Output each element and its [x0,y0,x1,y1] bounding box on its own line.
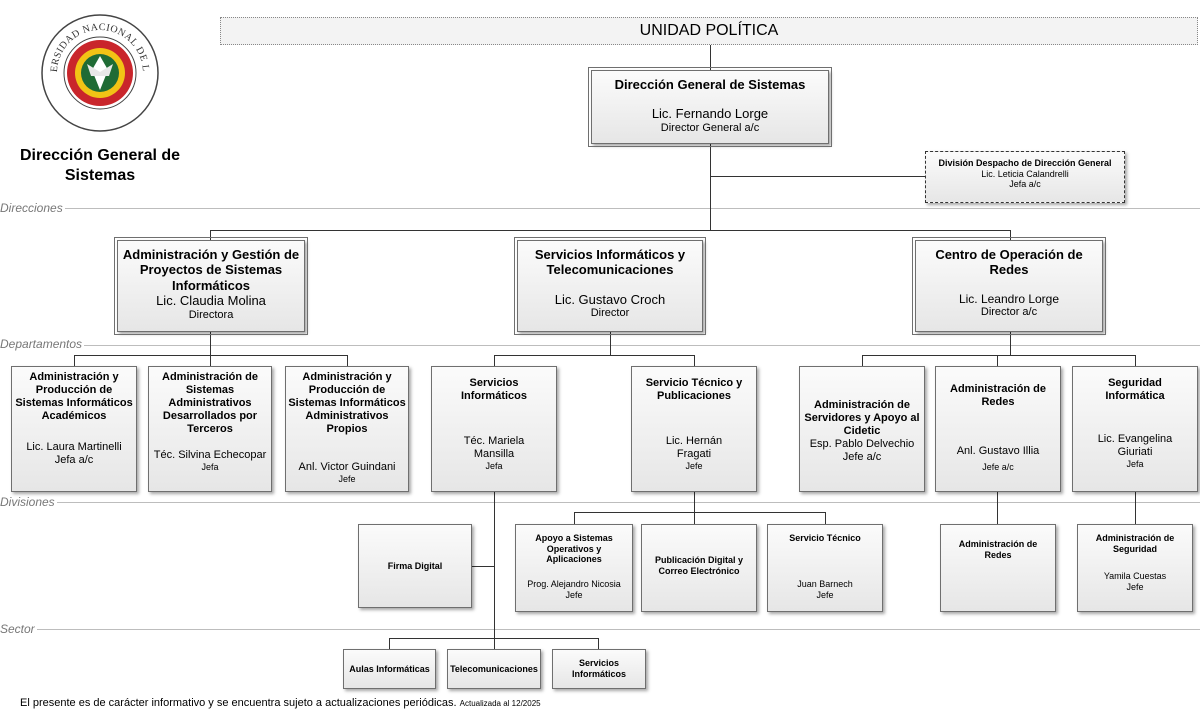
direccion-title: Administración y Gestión de Proyectos de… [122,247,300,293]
head-name: Lic. Fernando Lorge [651,106,769,122]
departamento-title: Servicios Informáticos [460,377,527,402]
departamento-name: Esp. Pablo Delvechio [809,437,915,450]
departamento-box: Servicio Técnico y Publicaciones Lic. He… [631,366,757,492]
direccion-role: Director [590,307,630,320]
departamento-title: Servicio Técnico y Publicaciones [645,377,743,402]
division-role: Jefe [565,589,583,600]
departamento-box: Administración y Producción de Sistemas … [11,366,137,492]
direccion-box: Servicios Informáticos y Telecomunicacio… [514,237,706,335]
division-box: Servicio Técnico Juan Barnech Jefe [767,524,883,612]
departamento-role: Jefe a/c [842,451,882,464]
departamento-title: Administración de Sistemas Administrativ… [162,371,258,435]
departamento-title: Administración de Servidores y Apoyo al … [804,399,920,437]
division-title: Servicio Técnico [789,533,861,543]
departamento-title: Administración y Producción de Sistemas … [15,371,133,422]
university-logo: UNIVERSIDAD NACIONAL DE LUJÁN [31,3,165,134]
departamento-role: Jefa a/c [54,454,94,467]
departamento-box: Administración de Redes Anl. Gustavo Ill… [935,366,1061,492]
staff-box: División Despacho de Dirección General L… [925,151,1125,203]
staff-role: Jefa a/c [1009,179,1041,190]
direccion-box: Administración y Gestión de Proyectos de… [114,237,308,335]
departamento-role: Jefe a/c [982,462,1014,473]
division-role: Jefe [1126,581,1144,592]
level-divisiones-label: Divisiones [0,495,57,509]
direccion-role: Director a/c [980,306,1038,319]
division-name: Yamila Cuestas [1103,571,1167,581]
departamento-name: Anl. Gustavo Illia [956,445,1040,457]
departamento-role: Jefa [485,461,503,472]
sector-title: Servicios Informáticos [571,658,626,679]
sector-box: Servicios Informáticos [552,649,646,689]
direccion-box: Centro de Operación de Redes Lic. Leandr… [912,237,1106,335]
division-title: Administración de Redes [958,539,1038,560]
departamento-title: Administración y Producción de Sistemas … [288,371,406,435]
direccion-role: Directora [188,308,234,321]
division-name: Prog. Alejandro Nicosia [527,579,621,589]
departamento-title: Seguridad Informática [1105,377,1165,402]
departamento-box: Seguridad Informática Lic. Evangelina Gi… [1072,366,1198,492]
departamento-box: Administración y Producción de Sistemas … [285,366,409,492]
footer-note: El presente es de carácter informativo y… [20,697,541,709]
division-box: Apoyo a Sistemas Operativos y Aplicacion… [515,524,633,612]
direccion-name: Lic. Gustavo Croch [554,291,666,307]
footer-updated: Actualizada al 12/2025 [459,699,541,708]
sector-title: Aulas Informáticas [349,663,430,674]
org-title: Dirección General de Sistemas [19,147,181,184]
division-box: Administración de Seguridad Yamila Cuest… [1077,524,1193,612]
departamento-name: Téc. Mariela Mansilla [463,435,525,461]
head-role: Director General a/c [660,121,760,134]
sector-box: Telecomunicaciones [447,649,541,689]
sector-title: Telecomunicaciones [450,663,538,674]
departamento-name: Téc. Silvina Echecopar [153,449,267,461]
departamento-name: Lic. Hernán Fragati [665,435,723,461]
staff-title: División Despacho de Dirección General [938,158,1112,168]
staff-name: Lic. Leticia Calandrelli [981,168,1069,179]
level-sector-label: Sector [0,622,37,636]
departamento-box: Servicios Informáticos Téc. Mariela Mans… [431,366,557,492]
top-banner: UNIDAD POLÍTICA [220,17,1198,45]
direccion-title: Centro de Operación de Redes [935,247,1083,278]
departamento-role: Jefa [201,462,219,473]
division-title: Administración de Seguridad [1095,533,1175,554]
departamento-name: Anl. Victor Guindani [298,461,396,473]
departamento-box: Administración de Servidores y Apoyo al … [799,366,925,492]
division-role: Jefe [816,589,834,600]
sector-box: Aulas Informáticas [343,649,436,689]
division-box: Publicación Digital y Correo Electrónico [641,524,757,612]
direccion-name: Lic. Leandro Lorge [958,291,1060,306]
level-departamentos-label: Departamentos [0,337,85,351]
departamento-box: Administración de Sistemas Administrativ… [148,366,272,492]
head-box: Dirección General de Sistemas Lic. Ferna… [588,67,832,147]
division-title: Apoyo a Sistemas Operativos y Aplicacion… [535,533,613,565]
departamento-name: Lic. Laura Martinelli [26,441,122,453]
departamento-role: Jefe [685,461,703,472]
division-box: Firma Digital [358,524,472,608]
level-direcciones-label: Direcciones [0,201,65,215]
departamento-role: Jefa [1126,459,1144,470]
direccion-name: Lic. Claudia Molina [156,292,266,308]
departamento-role: Jefe [338,474,356,485]
head-title: Dirección General de Sistemas [614,77,806,92]
footer-text: El presente es de carácter informativo y… [20,697,457,709]
departamento-title: Administración de Redes [950,383,1046,408]
division-name: Juan Barnech [797,579,853,589]
division-title: Publicación Digital y Correo Electrónico [654,555,744,576]
division-title: Firma Digital [387,560,443,571]
direccion-title: Servicios Informáticos y Telecomunicacio… [534,247,686,278]
top-banner-label: UNIDAD POLÍTICA [639,22,779,39]
departamento-name: Lic. Evangelina Giuriati [1097,433,1173,459]
division-box: Administración de Redes [940,524,1056,612]
